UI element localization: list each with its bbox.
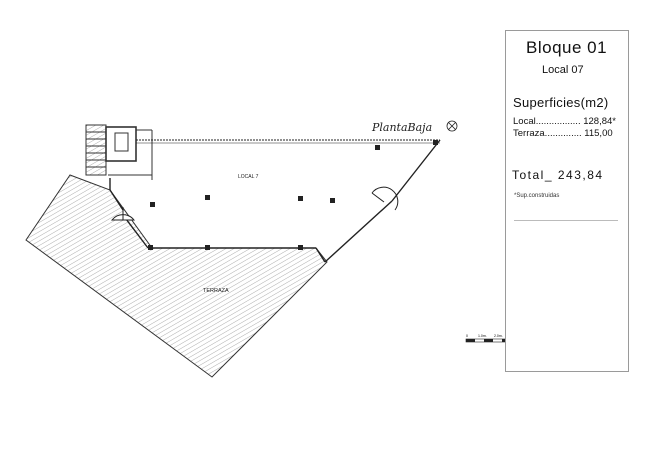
north-circle-icon (446, 120, 458, 132)
stair-block (85, 124, 153, 180)
local-title: Local 07 (542, 64, 584, 76)
divider (514, 220, 618, 221)
title-block: Bloque 01 Local 07 Superficies(m2) Local… (505, 30, 629, 372)
scale-label-2: 2.0m. (494, 334, 503, 338)
scale-label-1: 1.0m. (478, 334, 487, 338)
scale-label-0: 0 (466, 334, 468, 338)
terrace-label: TERRAZA (203, 288, 229, 294)
local-area-row: Local................. 128,84* (513, 116, 616, 127)
total-label: Total_ (512, 168, 554, 182)
total-row: Total_ 243,84 (512, 168, 604, 182)
bloque-title: Bloque 01 (526, 38, 608, 57)
superficies-heading: Superficies(m2) (513, 95, 609, 110)
plan-title: PlantaBaja (371, 121, 432, 134)
local-label: LOCAL 7 (238, 174, 259, 180)
local-outline (109, 139, 441, 263)
local-area-label: Local................. (513, 116, 581, 127)
terraza-area-row: Terraza.............. 115,00 (513, 128, 613, 139)
structural-columns (148, 140, 438, 250)
local-area-value: 128,84* (583, 116, 616, 127)
door-swing-right (371, 186, 399, 211)
total-value: 243,84 (557, 168, 604, 182)
terrace-area (25, 174, 328, 378)
door-swing-left (110, 207, 136, 221)
footnote: *Sup.construidas (514, 193, 560, 199)
terraza-area-label: Terraza.............. (513, 128, 582, 139)
terraza-area-value: 115,00 (584, 128, 613, 139)
